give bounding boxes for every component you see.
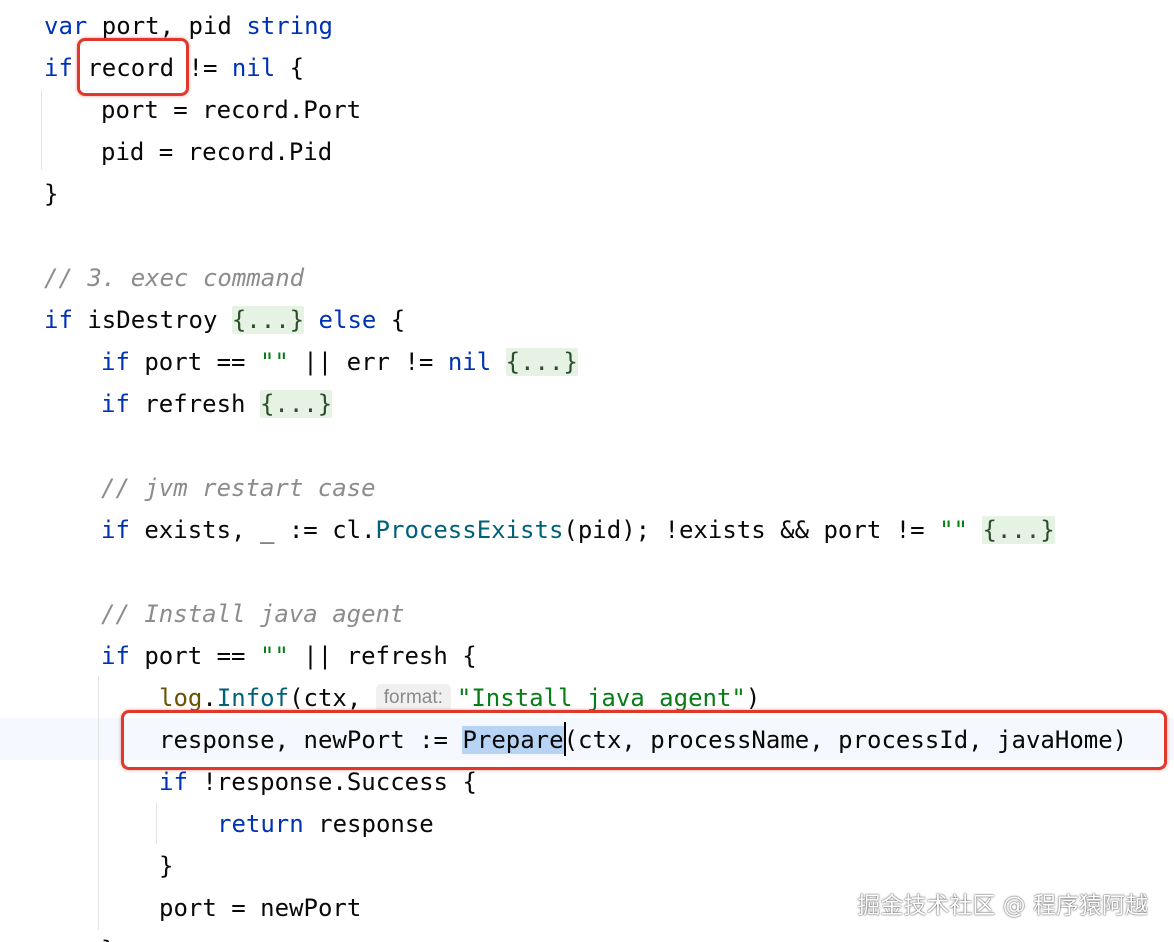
watermark: 掘金技术社区 @ 程序猿阿越 bbox=[857, 893, 1148, 919]
indent-guide bbox=[98, 676, 99, 930]
code-line-3: port = record.Port bbox=[101, 96, 362, 124]
indent-guide bbox=[41, 90, 42, 170]
indent-guide bbox=[156, 802, 157, 844]
code-line-18: response, newPort := Prepare(ctx, proces… bbox=[159, 719, 1127, 761]
code-line-21: } bbox=[159, 852, 174, 880]
code-line-10: if refresh {...} bbox=[101, 390, 333, 418]
folded-block[interactable]: {...} bbox=[259, 390, 333, 418]
code-line-19: if !response.Success { bbox=[159, 768, 477, 796]
code-line-20: return response bbox=[217, 810, 434, 838]
code-line-22: port = newPort bbox=[159, 894, 362, 922]
code-line-1: var port, pid string bbox=[44, 12, 334, 40]
folded-block[interactable]: {...} bbox=[982, 516, 1055, 544]
code-line-5: } bbox=[44, 180, 59, 208]
code-line-9: if port == "" || err != nil {...} bbox=[101, 348, 578, 376]
code-line-23: } bbox=[101, 929, 115, 942]
code-line-17: log.Infof(ctx, format:"Install java agen… bbox=[159, 684, 761, 712]
code-comment-install-agent: // Install java agent bbox=[101, 600, 405, 628]
code-line-13: if exists, _ := cl.ProcessExists(pid); !… bbox=[101, 516, 1055, 544]
code-comment-jvm-restart: // jvm restart case bbox=[101, 474, 376, 502]
code-line-16: if port == "" || refresh { bbox=[101, 642, 477, 670]
record-identifier[interactable]: record bbox=[87, 54, 175, 82]
folded-block[interactable]: {...} bbox=[505, 348, 578, 376]
folded-block[interactable]: {...} bbox=[231, 306, 305, 334]
parameter-hint: format: bbox=[375, 684, 451, 712]
text-caret bbox=[563, 722, 566, 756]
code-line-4: pid = record.Pid bbox=[101, 138, 333, 166]
code-line-8: if isDestroy {...} else { bbox=[44, 306, 406, 334]
code-comment-exec-command: // 3. exec command bbox=[44, 264, 305, 292]
current-line-highlight bbox=[0, 718, 1174, 760]
code-line-2: if record != nil { bbox=[44, 54, 305, 82]
selected-prepare-call[interactable]: Prepare bbox=[462, 726, 564, 754]
